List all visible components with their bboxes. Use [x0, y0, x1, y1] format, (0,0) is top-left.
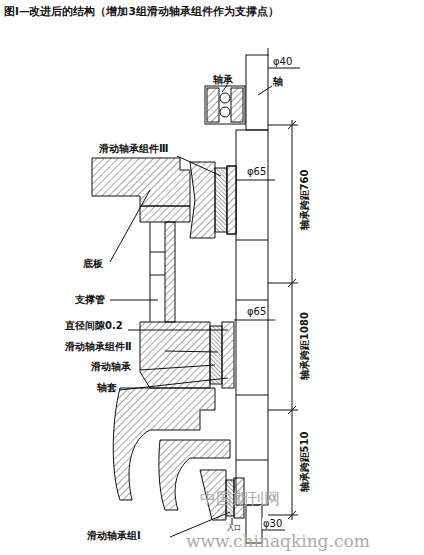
part-name: 滑动轴承组Ⅰ [86, 530, 142, 541]
part-name: 底板 [82, 258, 104, 269]
part-name: 滑动轴承组件Ⅱ [64, 341, 133, 352]
span-dimension: 轴承跨距1080 [299, 311, 310, 381]
diameter-dimension: φ40 [272, 56, 293, 67]
shaft-body [236, 130, 268, 505]
dimension-line [292, 120, 293, 520]
part-name: 支撑管 [74, 294, 106, 305]
dimension-note: 直径间隙0.2 [64, 320, 124, 331]
shaft-top [246, 55, 268, 130]
span-dimension: 轴承跨距510 [299, 431, 310, 494]
bearing-housing-ii [140, 322, 210, 388]
diameter-dimension: φ30 [262, 518, 283, 529]
diameter-dimension: φ65 [246, 306, 267, 317]
watermark: www.chinaqking.com [186, 532, 370, 551]
part-name: 滑动轴承组件Ⅲ [98, 143, 169, 154]
part-name: 轴 [272, 76, 284, 87]
span-dimension: 轴承跨距760 [299, 169, 310, 232]
bearing-housing-iii [190, 162, 215, 238]
part-name: 轴承 [212, 74, 234, 85]
support-tube [165, 222, 175, 322]
ball-bearing [205, 86, 245, 124]
figure-title: 图Ⅰ—改进后的结构（增加3组滑动轴承组件作为支撑点） [4, 6, 279, 18]
watermark: 中国期刊网 [200, 490, 280, 508]
base-plate [92, 158, 190, 206]
drawing-lines [92, 48, 300, 543]
part-name: 滑动轴承 [90, 361, 132, 372]
part-name: 轴套 [96, 382, 118, 393]
diameter-dimension: φ65 [246, 166, 267, 177]
